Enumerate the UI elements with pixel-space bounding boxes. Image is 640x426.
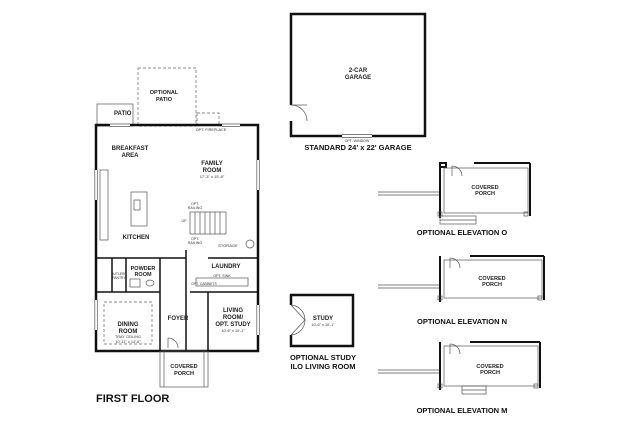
elevation-m-porch (443, 345, 539, 387)
elevation-o-porch-label-1: COVERED (471, 185, 498, 191)
stairs (189, 211, 227, 235)
optional-patio-label-1: OPTIONAL (150, 90, 179, 96)
living-room-label-2: ROOM/ (223, 315, 244, 321)
optional-patio-label-2: PATIO (156, 97, 173, 103)
opt-fireplace-outline (196, 112, 220, 126)
butlers-pantry-label-1: BUTLERS (111, 272, 127, 276)
living-room-label-3: OPT. STUDY (215, 322, 250, 328)
stairs-up-label: UP (182, 219, 188, 223)
foyer-label: FOYER (168, 316, 189, 322)
elevation-o-caption: OPTIONAL ELEVATION O (417, 228, 508, 237)
breakfast-area-label-2: AREA (121, 153, 139, 159)
family-room-dimensions: 17'-3" x 15'-8" (200, 174, 225, 179)
family-room-label-2: ROOM (203, 168, 222, 174)
elevation-n-porch (443, 259, 543, 299)
optional-study-plan: STUDY 10'-6" x 10'-1" OPTIONAL STUDY ILO… (289, 293, 356, 371)
study-dimensions: 10'-6" x 10'-1" (311, 323, 335, 327)
living-room-label-1: LIVING (223, 308, 243, 314)
elevation-m-caption: OPTIONAL ELEVATION M (417, 406, 508, 415)
opt-railing-top-label-1: OPT. (191, 202, 199, 206)
dining-room-label-2: ROOM (119, 329, 138, 335)
dining-room-dimensions: 10'-11" x 14'-6" (115, 340, 141, 344)
elevation-n-porch-label-1: COVERED (478, 276, 505, 282)
opt-fireplace-label: OPT. FIREPLACE (196, 128, 227, 132)
covered-porch-label-1: COVERED (170, 364, 197, 370)
opt-sink-label: OPT. SINK (213, 274, 231, 278)
patio-label: PATIO (114, 111, 132, 117)
elevation-m-plan: COVERED PORCH OPTIONAL ELEVATION M (378, 341, 541, 415)
covered-porch-label-2: PORCH (174, 371, 194, 377)
family-room-label-1: FAMILY (201, 161, 222, 167)
garage-label-1: 2-CAR (349, 68, 368, 74)
elevation-m-porch-label-1: COVERED (476, 364, 503, 370)
breakfast-area-label-1: BREAKFAST (112, 146, 149, 152)
elevation-n-plan: COVERED PORCH OPTIONAL ELEVATION N (378, 255, 545, 326)
garage-opt-window-label: OPT. WINDOW (345, 139, 370, 143)
elevation-o-porch-label-2: PORCH (475, 191, 495, 197)
powder-room-label-2: ROOM (134, 272, 152, 278)
optional-study-caption-2: ILO LIVING ROOM (291, 362, 356, 371)
opt-railing-top-label-2: RAILING (188, 206, 203, 210)
dining-room-label-1: DINING (118, 322, 139, 328)
butlers-pantry-label-2: PANTRY (112, 276, 126, 280)
storage-label: STORAGE (218, 243, 238, 248)
elevation-n-porch-label-2: PORCH (482, 282, 502, 288)
elevation-o-porch (443, 167, 529, 214)
laundry-counter (195, 277, 249, 287)
optional-study-caption-1: OPTIONAL STUDY (290, 353, 356, 362)
garage-plan: 2-CAR GARAGE OPT. WINDOW STANDARD 24' x … (289, 12, 427, 152)
kitchen-label: KITCHEN (123, 235, 150, 241)
laundry-label: LAUNDRY (211, 264, 240, 270)
first-floor-title: FIRST FLOOR (96, 393, 169, 405)
elevation-o-plan: COVERED PORCH OPTIONAL ELEVATION O (378, 162, 531, 237)
garage-caption: STANDARD 24' x 22' GARAGE (304, 143, 411, 152)
first-floor-plan: PATIO OPTIONAL PATIO OPT. FIREPLACE BREA… (94, 67, 260, 405)
elevation-n-caption: OPTIONAL ELEVATION N (417, 317, 507, 326)
opt-railing-bottom-label-2: RAILING (188, 241, 203, 245)
powder-room-label-1: POWDER (131, 266, 156, 272)
water-heater (245, 239, 255, 249)
living-room-dimensions: 10'-6" x 10'-1" (221, 329, 245, 333)
opt-railing-bottom-label-1: OPT. (191, 237, 199, 241)
kitchen-island (130, 191, 148, 227)
kitchen-counter (99, 169, 109, 241)
study-label: STUDY (313, 316, 333, 322)
covered-porch-area (159, 350, 209, 388)
dining-room-tray-label: TRAY CEILING (115, 335, 141, 339)
garage-label-2: GARAGE (345, 75, 371, 81)
opt-cabinets-label: OPT. CABINETS (191, 282, 217, 286)
elevation-m-porch-label-2: PORCH (480, 370, 500, 376)
